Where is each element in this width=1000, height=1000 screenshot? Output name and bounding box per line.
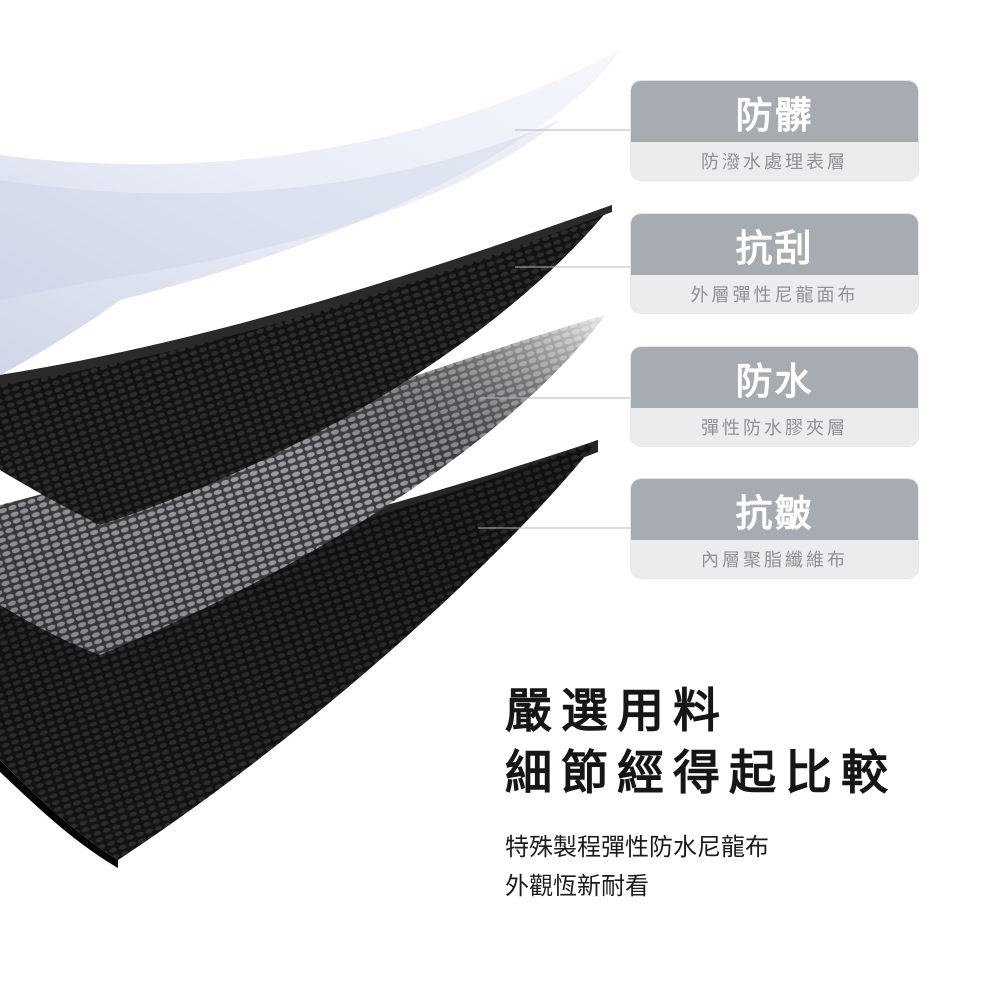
layer-card-subtitle: 外層彈性尼龍面布 (631, 275, 918, 313)
layer-card-waterproof: 防水 彈性防水膠夾層 (631, 347, 918, 446)
description-line-1: 特殊製程彈性防水尼龍布 (505, 833, 769, 861)
layer-card-title: 防髒 (631, 81, 918, 142)
waterproof-membrane-layer (0, 315, 605, 655)
layer-card-scratch-resistant: 抗刮 外層彈性尼龍面布 (631, 214, 918, 313)
connector-lines (478, 129, 631, 529)
outer-nylon-layer (0, 205, 612, 525)
layer-card-anti-dirt: 防髒 防潑水處理表層 (631, 81, 918, 180)
headline-line-1: 嚴選用料 (505, 684, 729, 739)
headline-line-2: 細節經得起比較 (505, 746, 897, 801)
layer-card-title: 抗皺 (631, 479, 918, 540)
description-line-2: 外觀恆新耐看 (505, 872, 649, 900)
layer-card-subtitle: 彈性防水膠夾層 (631, 408, 918, 446)
water-repellent-coating-layer (0, 50, 620, 375)
headline: 嚴選用料 細節經得起比較 (505, 681, 897, 805)
layer-card-subtitle: 防潑水處理表層 (631, 142, 918, 180)
layer-card-title: 防水 (631, 347, 918, 408)
layer-card-subtitle: 內層聚脂纖維布 (631, 540, 918, 578)
layer-card-anti-wrinkle: 抗皺 內層聚脂纖維布 (631, 479, 918, 578)
description: 特殊製程彈性防水尼龍布 外觀恆新耐看 (505, 828, 769, 906)
layer-card-title: 抗刮 (631, 214, 918, 275)
